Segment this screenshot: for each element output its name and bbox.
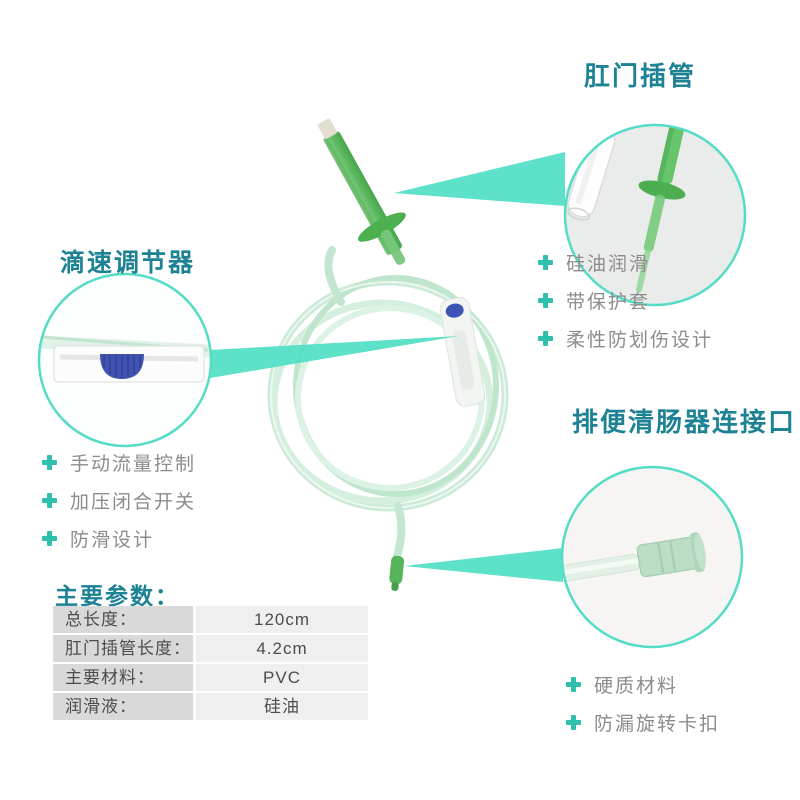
callout-wedge-connector	[404, 548, 563, 582]
feature-item: 加压闭合开关	[42, 490, 197, 513]
feature-item: 防滑设计	[42, 528, 196, 551]
plus-icon	[42, 531, 57, 546]
callout-wedge-anal-tube	[394, 152, 565, 206]
spec-value: 4.2cm	[196, 635, 368, 662]
plus-icon	[42, 493, 57, 508]
feature-list-connector: 硬质材料 防漏旋转卡扣	[566, 674, 720, 750]
table-row: 主要材料： PVC	[53, 664, 368, 691]
spec-label: 总长度：	[53, 606, 193, 633]
feature-label: 柔性防划伤设计	[566, 330, 714, 351]
feature-item: 柔性防划伤设计	[538, 328, 714, 351]
plus-icon	[566, 715, 581, 730]
table-row: 总长度： 120cm	[53, 606, 368, 633]
callout-title-connector: 排便清肠器连接口	[572, 407, 797, 437]
table-row: 润滑液： 硅油	[53, 693, 368, 720]
plus-icon	[538, 255, 553, 270]
plus-icon	[538, 331, 553, 346]
plus-icon	[566, 677, 581, 692]
parameters-title: 主要参数：	[55, 583, 180, 609]
plus-icon	[538, 293, 553, 308]
table-row: 肛门插管长度： 4.2cm	[53, 635, 368, 662]
feature-label: 硬质材料	[594, 676, 679, 697]
plus-icon	[42, 455, 57, 470]
feature-item: 手动流量控制	[42, 452, 197, 475]
feature-label: 加压闭合开关	[70, 492, 197, 513]
product-clamp	[439, 297, 486, 407]
feature-label: 防滑设计	[70, 530, 155, 551]
feature-item: 硬质材料	[566, 674, 720, 697]
feature-list-drip-regulator: 手动流量控制 加压闭合开关 防滑设计	[42, 452, 196, 566]
spec-label: 主要材料：	[53, 664, 193, 691]
feature-label: 防漏旋转卡扣	[594, 714, 721, 735]
callout-circle-connector	[560, 465, 744, 649]
spec-value: PVC	[196, 664, 368, 691]
feature-label: 手动流量控制	[70, 454, 197, 475]
callout-circle-anal-tube	[563, 123, 747, 307]
roller-clamp	[53, 345, 205, 383]
callout-wedge-drip-regulator	[210, 336, 459, 378]
spec-table: 总长度： 120cm 肛门插管长度： 4.2cm 主要材料： PVC 润滑液： …	[53, 606, 368, 722]
anal-tube-handle	[317, 118, 406, 265]
spec-label: 肛门插管长度：	[53, 635, 193, 662]
feature-label: 带保护套	[566, 292, 651, 313]
callout-title-anal-tube: 肛门插管	[584, 61, 697, 91]
feature-item: 硅油润滑	[538, 252, 713, 275]
feature-item: 防漏旋转卡扣	[566, 712, 721, 735]
feature-item: 带保护套	[538, 290, 713, 313]
callout-circle-drip-regulator	[37, 272, 213, 448]
callout-title-drip-regulator: 滴速调节器	[60, 249, 196, 277]
anal-tube-tip	[636, 126, 686, 293]
spec-value: 硅油	[196, 693, 368, 720]
spec-value: 120cm	[196, 606, 368, 633]
connector-fitting	[563, 532, 706, 582]
feature-label: 硅油润滑	[566, 254, 651, 275]
spec-label: 润滑液：	[53, 693, 193, 720]
connector-tip	[389, 555, 405, 591]
feature-list-anal-tube: 硅油润滑 带保护套 柔性防划伤设计	[538, 252, 713, 366]
